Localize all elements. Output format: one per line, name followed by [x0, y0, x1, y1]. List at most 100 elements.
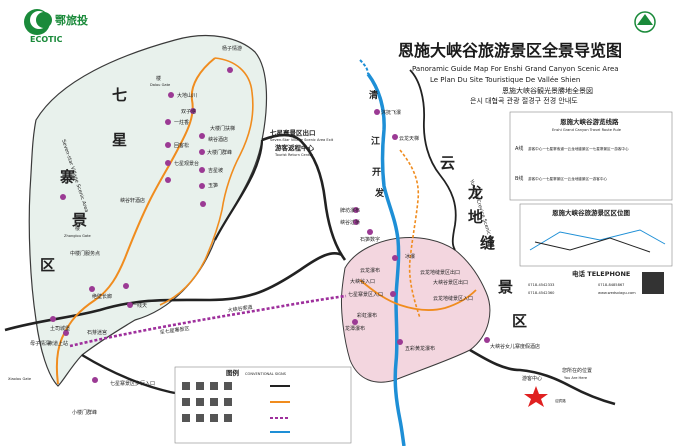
svg-text:七星寨景区出口: 七星寨景区出口: [270, 128, 316, 137]
svg-text:中楼门服务点: 中楼门服务点: [70, 250, 100, 257]
svg-text:回客松: 回客松: [174, 142, 189, 149]
svg-text:双子塔: 双子塔: [181, 108, 196, 115]
svg-text:迎宾路: 迎宾路: [555, 398, 566, 403]
svg-text:B线: B线: [515, 175, 523, 182]
svg-text:楼: 楼: [156, 75, 161, 82]
svg-text:寨: 寨: [59, 168, 75, 186]
ecotic-logo: 鄂旅投 ECOTIC: [24, 9, 88, 44]
svg-text:峡谷过桥: 峡谷过桥: [340, 219, 360, 226]
road-east: [469, 348, 616, 406]
qingjiang-river: [366, 72, 406, 446]
location-box: 恩施大峡谷旅游景区区位图 电话 TELEPHONE 0718-4542333 0…: [519, 203, 673, 295]
svg-text:龙: 龙: [467, 184, 483, 202]
svg-text:七: 七: [112, 86, 127, 104]
svg-text:大地山川: 大地山川: [177, 92, 197, 99]
svg-text:沐抚飞瀑: 沐抚飞瀑: [381, 109, 401, 116]
trail-yunlong-dashed: [399, 149, 421, 319]
svg-text:大峡谷入口: 大峡谷入口: [350, 278, 375, 285]
qixingzhai-zone: [28, 34, 268, 387]
svg-text:峡谷轩酒店: 峡谷轩酒店: [120, 197, 145, 204]
svg-text:恩施大峡谷観光景勝地全景図: 恩施大峡谷観光景勝地全景図: [502, 86, 593, 95]
road-west-loop: [214, 139, 264, 241]
svg-text:星: 星: [112, 131, 127, 149]
svg-text:云龙地缝景区出口: 云龙地缝景区出口: [420, 269, 460, 276]
svg-text:石笋数字: 石笋数字: [360, 236, 380, 243]
trail-yunlong: [359, 279, 477, 312]
svg-text:冰瀑: 冰瀑: [405, 253, 415, 260]
svg-text:大楼门扶梯: 大楼门扶梯: [210, 125, 235, 132]
svg-text:电话 TELEPHONE: 电话 TELEPHONE: [572, 269, 630, 278]
svg-text:云龙瀑布: 云龙瀑布: [360, 267, 380, 274]
river-dashed-upper: [359, 59, 369, 75]
svg-text:索道上站: 索道上站: [48, 340, 68, 347]
svg-text:江: 江: [371, 135, 380, 147]
svg-text:吉星坡: 吉星坡: [208, 167, 223, 174]
svg-text:您所在的位置: 您所在的位置: [562, 367, 592, 374]
main-road-left: [4, 251, 343, 332]
svg-text:Panoramic Guide Map For Enshi: Panoramic Guide Map For Enshi Grand Cany…: [412, 65, 619, 73]
legend-box: 图例 CONVENTIONAL SIGNS: [174, 366, 352, 444]
svg-text:云龙天梯: 云龙天梯: [399, 135, 419, 142]
svg-text:小楼门群峰: 小楼门群峰: [72, 409, 97, 416]
svg-text:0718-4542333: 0718-4542333: [528, 283, 554, 287]
svg-text:CONVENTIONAL SIGNS: CONVENTIONAL SIGNS: [245, 372, 287, 376]
svg-text:区: 区: [512, 312, 527, 330]
svg-text:大楼门群峰: 大楼门群峰: [207, 149, 232, 156]
svg-text:游客中心一七星寨景区一云龙地缝景区一游客中心: 游客中心一七星寨景区一云龙地缝景区一游客中心: [528, 176, 607, 181]
svg-text:游客中心一七星寨索道一云龙地缝景区一七星寨景区一游客中心: 游客中心一七星寨索道一云龙地缝景区一七星寨景区一游客中心: [528, 146, 629, 151]
svg-text:缝: 缝: [480, 234, 495, 252]
svg-text:图例: 图例: [226, 368, 240, 377]
svg-text:A线: A线: [515, 145, 523, 152]
svg-text:土司城堡: 土司城堡: [50, 325, 70, 332]
svg-text:游客中心: 游客中心: [522, 375, 542, 382]
svg-text:一炷香: 一炷香: [174, 119, 189, 126]
svg-text:Seven-Star Village Scenic Area: Seven-Star Village Scenic Area Exit: [270, 138, 334, 142]
svg-text:开: 开: [372, 167, 381, 178]
svg-text:一线天: 一线天: [132, 302, 147, 309]
svg-text:恩施大峡谷旅游景区全景导览图: 恩施大峡谷旅游景区全景导览图: [398, 41, 622, 60]
svg-text:云: 云: [440, 154, 455, 172]
routes-box: 恩施大峡谷游览线路 Enshi Grand Canyon Travel Rout…: [509, 111, 673, 201]
svg-text:景: 景: [72, 211, 87, 229]
svg-text:0718-4542360: 0718-4542360: [528, 291, 555, 295]
svg-text:区: 区: [40, 256, 55, 274]
map-title: 恩施大峡谷旅游景区全景导览图 Panoramic Guide Map For E…: [398, 41, 622, 105]
svg-text:은시 대협곡 관광 절경구 전경 안내도: 은시 대협곡 관광 절경구 전경 안내도: [470, 96, 578, 105]
svg-text:楼: 楼: [75, 225, 80, 232]
exit-labels: 七星寨景区出口 Seven-Star Village Scenic Area E…: [110, 128, 468, 387]
svg-text:五彩黄龙瀑布: 五彩黄龙瀑布: [405, 345, 435, 352]
svg-text:Enshi Grand Canyon Travel Rout: Enshi Grand Canyon Travel Route Rule: [552, 128, 622, 132]
you-are-here-star: [524, 386, 548, 407]
svg-text:Xiaolou Gate: Xiaolou Gate: [8, 377, 32, 381]
svg-text:www.wedsxiagu.com: www.wedsxiagu.com: [598, 291, 636, 295]
svg-text:恩施大峡谷旅游景区区位图: 恩施大峡谷旅游景区区位图: [552, 208, 631, 217]
road-northeast: [409, 69, 457, 251]
svg-text:鄂旅投: 鄂旅投: [55, 13, 88, 27]
left-poi-labels: 楼 Dalou Gate 大地山川 双子塔 一炷香 回客松 大楼门群峰 七星观景…: [8, 45, 242, 416]
svg-text:景: 景: [498, 278, 513, 296]
svg-text:七星观景台: 七星观景台: [174, 160, 199, 167]
svg-text:游客返程中心: 游客返程中心: [275, 143, 315, 152]
svg-text:云龙地缝景区入口: 云龙地缝景区入口: [433, 295, 473, 302]
svg-text:Dalou Gate: Dalou Gate: [150, 83, 171, 87]
svg-text:玉笋: 玉笋: [208, 182, 218, 189]
cable-label-2: 至七星寨景区: [159, 325, 190, 336]
svg-text:大峡谷女儿寨度假酒店: 大峡谷女儿寨度假酒店: [490, 343, 540, 350]
svg-text:牌坊瀑布: 牌坊瀑布: [340, 207, 360, 214]
svg-text:母子情深: 母子情深: [30, 340, 50, 347]
svg-text:大峡谷景区出口: 大峡谷景区出口: [433, 279, 468, 286]
svg-text:Le Plan Du Site Touristique De: Le Plan Du Site Touristique De Vallée Sh…: [430, 76, 580, 84]
svg-text:峡谷酒店: 峡谷酒店: [208, 136, 228, 143]
svg-text:绝壁长廊: 绝壁长廊: [92, 293, 112, 300]
poi-dots: [50, 67, 490, 383]
scenic-emblem: [634, 11, 656, 33]
svg-text:石芽迷宫: 石芽迷宫: [87, 329, 107, 336]
qr-code: [642, 272, 664, 294]
svg-text:彩虹瀑布: 彩虹瀑布: [357, 312, 377, 319]
trail-east-edge: [159, 57, 254, 306]
svg-text:杨子情游: 杨子情游: [222, 45, 242, 52]
svg-text:清: 清: [369, 89, 378, 101]
svg-text:龙潭瀑布: 龙潭瀑布: [345, 325, 365, 332]
